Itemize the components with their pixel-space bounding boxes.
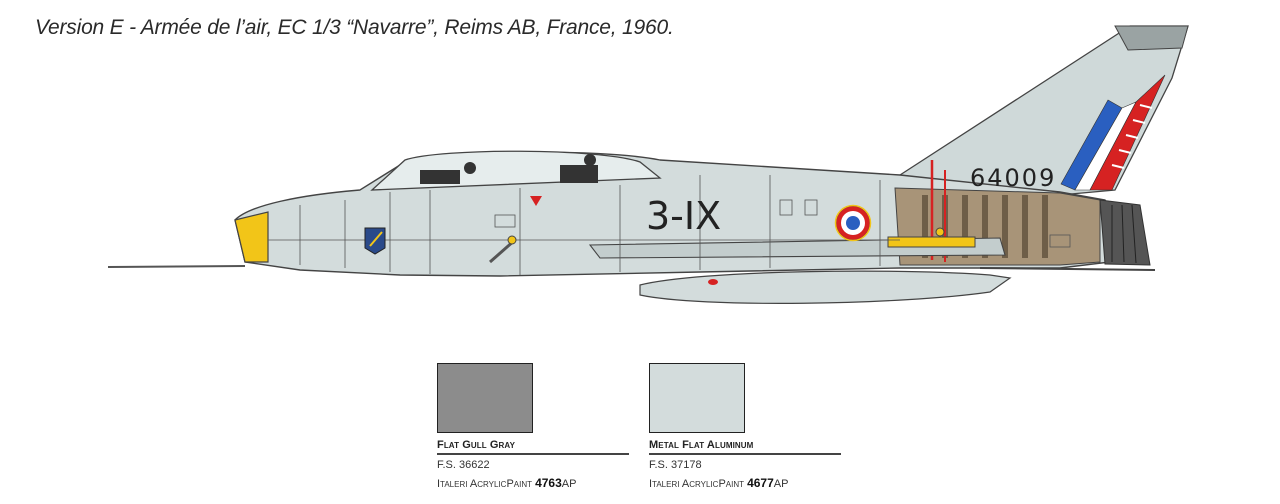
yellow-wing-band xyxy=(887,236,976,248)
tricolor-stripe-red xyxy=(1089,74,1166,191)
paint-reference: Italeri AcrylicPaint 4763AP xyxy=(437,476,577,490)
color-swatch-card-1: Flat Gull Gray F.S. 36622 Italeri Acryli… xyxy=(437,363,637,490)
aircraft-profile-illustration: 3-IX 64009 xyxy=(107,25,1189,304)
color-name: Flat Gull Gray xyxy=(437,439,629,455)
unit-code-marking: 3-IX xyxy=(646,194,721,238)
tail-serial-number: 64009 xyxy=(970,164,1056,192)
exhaust-nozzle xyxy=(1099,199,1151,266)
color-swatch xyxy=(437,363,533,433)
color-swatch xyxy=(649,363,745,433)
drop-tank xyxy=(639,270,1012,304)
paint-reference: Italeri AcrylicPaint 4677AP xyxy=(649,476,789,490)
french-roundel xyxy=(834,204,872,242)
page-title: Version E - Armée de l’air, EC 1/3 “Nava… xyxy=(35,16,674,39)
fs-code: F.S. 37178 xyxy=(649,459,702,471)
color-swatch-card-2: Metal Flat Aluminum F.S. 37178 Italeri A… xyxy=(649,363,849,490)
nose-cone xyxy=(234,211,269,263)
fs-code: F.S. 36622 xyxy=(437,459,490,471)
pitot-probe xyxy=(107,265,246,268)
color-name: Metal Flat Aluminum xyxy=(649,439,841,455)
